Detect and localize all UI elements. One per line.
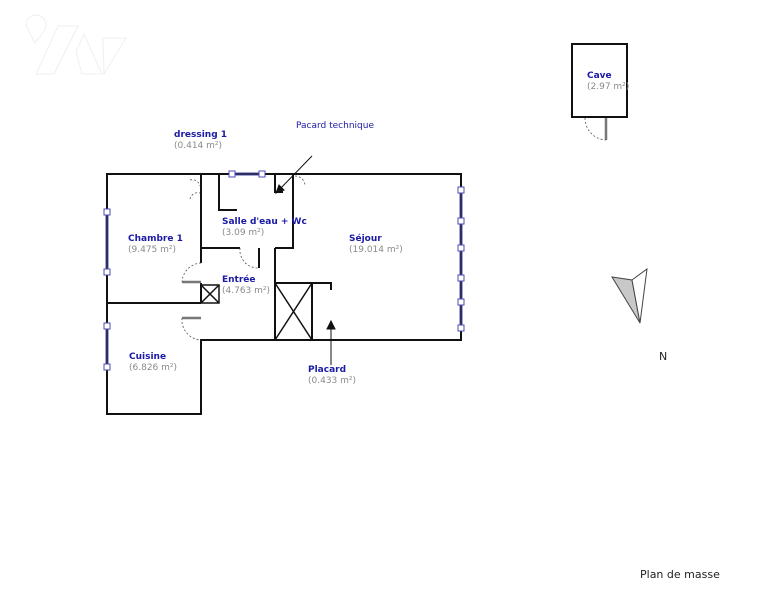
room-label-salle-deau: Salle d'eau + Wc(3.09 m²) <box>222 217 307 239</box>
room-area: (4.763 m²) <box>222 286 271 296</box>
cave-walls <box>571 43 628 118</box>
door-swings <box>181 117 607 341</box>
plan-title: Plan de masse <box>640 568 720 581</box>
watermark-logo <box>25 14 127 76</box>
room-label-entree: Entrée(4.763 m²) <box>222 275 270 297</box>
compass-north-label: N <box>659 350 668 363</box>
room-name: Cave <box>587 71 612 81</box>
room-label-placard: Placard(0.433 m²) <box>308 365 356 387</box>
door-stubs <box>182 118 608 320</box>
room-name: Chambre 1 <box>128 234 183 244</box>
room-name: Cuisine <box>129 352 167 362</box>
room-area: (3.09 m²) <box>222 228 265 238</box>
room-area: (9.475 m²) <box>128 245 177 255</box>
storage-boxes <box>200 282 313 341</box>
room-area: (0.433 m²) <box>308 376 357 386</box>
windows <box>103 170 465 371</box>
room-label-sejour: Séjour(19.014 m²) <box>349 234 403 256</box>
pacard-technique-annotation: Pacard technique <box>296 121 374 131</box>
room-label-cuisine: Cuisine(6.826 m²) <box>129 352 177 374</box>
arrows <box>275 155 336 365</box>
room-area: (19.014 m²) <box>349 245 403 255</box>
room-label-cave: Cave(2.97 m²) <box>587 71 629 93</box>
walls <box>106 173 462 415</box>
room-area: (2.97 m²) <box>587 82 630 92</box>
room-area: (0.414 m²) <box>174 141 223 151</box>
room-name: Entrée <box>222 275 256 285</box>
room-name: Placard <box>308 365 347 375</box>
room-label-chambre: Chambre 1(9.475 m²) <box>128 234 183 256</box>
room-name: dressing 1 <box>174 130 228 140</box>
room-label-dressing: dressing 1(0.414 m²) <box>174 130 227 152</box>
room-name: Séjour <box>349 234 382 244</box>
room-name: Salle d'eau + Wc <box>222 217 307 227</box>
room-area: (6.826 m²) <box>129 363 178 373</box>
compass-icon <box>611 267 648 324</box>
